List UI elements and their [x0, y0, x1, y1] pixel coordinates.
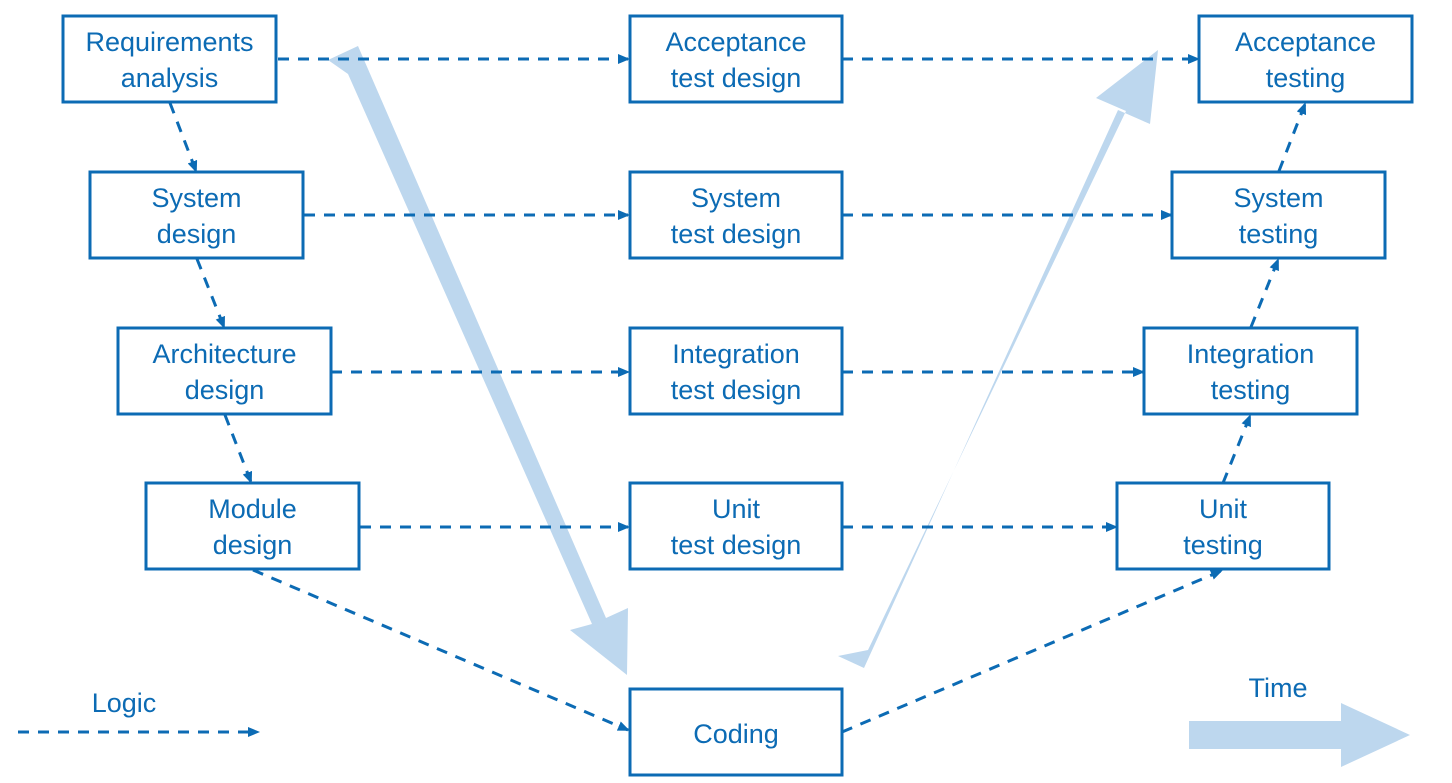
link-arch-to-mod: [223, 414, 253, 484]
box-line1: System: [1233, 183, 1323, 213]
time-arrow-up: [838, 50, 1158, 668]
box-line2: testing: [1239, 219, 1319, 249]
time-arrow-down: [328, 46, 628, 675]
box-line1: Coding: [693, 719, 779, 749]
requirements-analysis-box: Requirements analysis: [61, 14, 278, 104]
unit-test-design-box: Unit test design: [628, 481, 844, 571]
acceptance-test-design-box: Acceptance test design: [628, 14, 844, 104]
box-line2: test design: [671, 375, 802, 405]
box-line2: design: [185, 375, 265, 405]
link-it-to-st: [1249, 258, 1280, 328]
box-line2: testing: [1266, 63, 1346, 93]
link-coding-to-ut: [841, 569, 1223, 734]
legend-logic-label: Logic: [92, 688, 157, 718]
link-sys-to-arch: [195, 258, 226, 329]
system-test-design-box: System test design: [628, 170, 844, 260]
box-line1: Module: [208, 494, 297, 524]
box-line1: Architecture: [152, 339, 296, 369]
box-line2: design: [157, 219, 237, 249]
acceptance-testing-box: Acceptance testing: [1197, 14, 1414, 104]
box-line1: Integration: [672, 339, 800, 369]
integration-test-design-box: Integration test design: [628, 326, 844, 416]
box-line2: test design: [671, 219, 802, 249]
module-design-box: Module design: [144, 481, 361, 571]
box-line1: Requirements: [85, 27, 253, 57]
link-ut-to-it: [1221, 414, 1252, 484]
coding-box: Coding: [628, 687, 844, 777]
box-line2: analysis: [121, 63, 219, 93]
integration-testing-box: Integration testing: [1142, 326, 1359, 416]
unit-testing-box: Unit testing: [1115, 481, 1331, 571]
box-line1: Unit: [712, 494, 761, 524]
box-line1: System: [691, 183, 781, 213]
system-design-box: System design: [88, 170, 305, 260]
link-st-to-at: [1277, 102, 1307, 172]
box-line1: Acceptance: [1235, 27, 1376, 57]
box-line2: testing: [1211, 375, 1291, 405]
box-line2: test design: [671, 63, 802, 93]
link-mod-to-coding: [252, 568, 630, 732]
box-line2: testing: [1183, 530, 1263, 560]
box-line1: System: [151, 183, 241, 213]
box-line1: Unit: [1199, 494, 1248, 524]
box-line1: Integration: [1187, 339, 1315, 369]
box-line1: Acceptance: [665, 27, 806, 57]
system-testing-box: System testing: [1170, 170, 1387, 260]
architecture-design-box: Architecture design: [116, 326, 333, 416]
box-line2: test design: [671, 530, 802, 560]
legend-time-arrow: [1189, 703, 1410, 767]
legend-time-label: Time: [1249, 673, 1308, 703]
link-req-to-sys: [168, 102, 198, 173]
box-line2: design: [213, 530, 293, 560]
